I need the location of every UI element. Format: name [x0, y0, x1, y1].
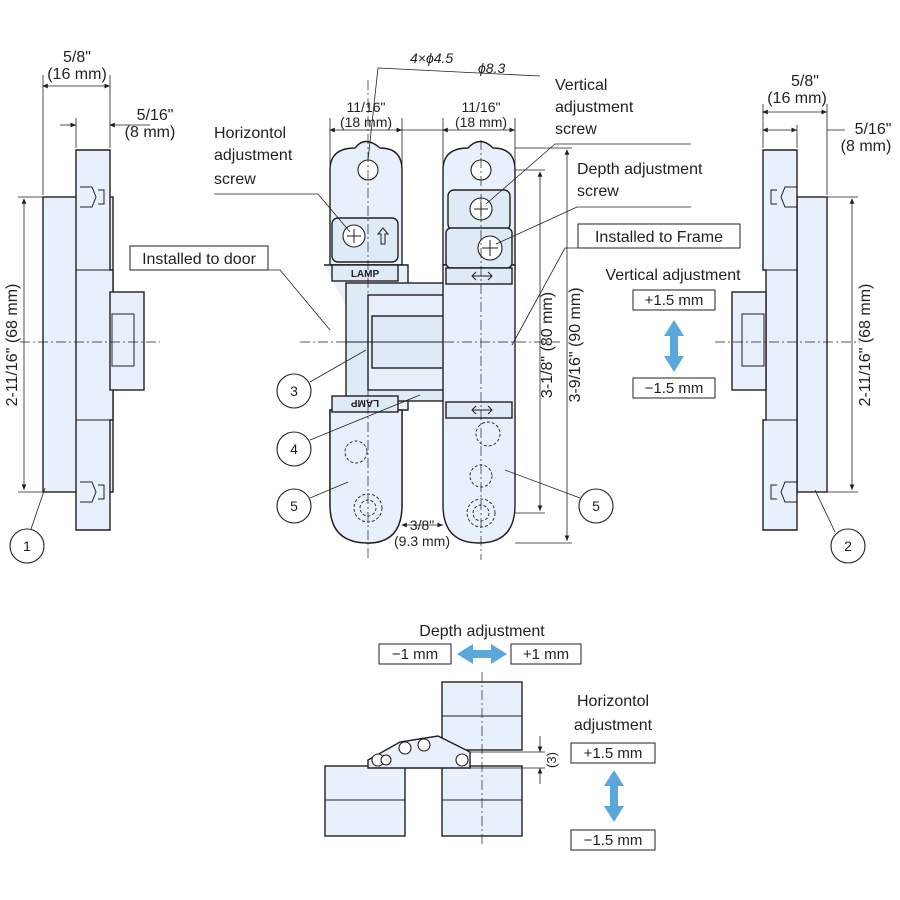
- depth-screw-line2: screw: [577, 183, 619, 200]
- callout-3: [276, 373, 312, 409]
- horizontal-screw-line2: adjustment: [214, 147, 293, 164]
- vertical-minus-label: −1.5 mm: [645, 380, 704, 397]
- horizontal-arrow: [604, 770, 624, 822]
- callout-1-label: 1: [23, 538, 31, 554]
- right-width-in: 5/8": [791, 73, 819, 90]
- depth-arrow: [457, 644, 507, 664]
- gap-mm: (9.3 mm): [394, 533, 450, 549]
- vertical-screw-line1: Vertical: [555, 77, 607, 94]
- vertical-arrow: [664, 320, 684, 372]
- left-offset-mm: (8 mm): [125, 124, 176, 141]
- vertical-plus-label: +1.5 mm: [645, 292, 704, 309]
- overall-height-label: 3-9/16" (90 mm): [567, 287, 584, 402]
- left-side-view: [18, 75, 160, 531]
- horizontal-screw-line1: Horizontol: [214, 125, 286, 142]
- horizontal-plus-label: +1.5 mm: [584, 745, 643, 762]
- vertical-plus-box: [632, 289, 716, 311]
- callout-2: [830, 528, 866, 564]
- callout-5-left: [276, 488, 312, 524]
- right-side-view: [715, 104, 860, 531]
- frame-width-in: 11/16": [462, 99, 501, 115]
- installed-frame-box: [577, 223, 741, 249]
- callout-5-right-label: 5: [592, 498, 600, 514]
- left-width-mm: (16 mm): [47, 66, 107, 83]
- left-offset-in: 5/16": [137, 107, 174, 124]
- hinge-front-view: LAMP LAMP: [300, 80, 560, 560]
- right-height-label: 2-11/16" (68 mm): [857, 284, 874, 407]
- left-height-label: 2-11/16" (68 mm): [4, 284, 21, 407]
- hinge-top-view: [324, 672, 545, 846]
- vertical-screw-line3: screw: [555, 121, 597, 138]
- depth-plus-label: +1 mm: [523, 646, 569, 663]
- brand-top: LAMP: [351, 269, 380, 280]
- horizontal-minus-label: −1.5 mm: [584, 832, 643, 849]
- callout-2-label: 2: [844, 538, 852, 554]
- callout-4-label: 4: [290, 441, 298, 457]
- hole-pitch-label: 3-1/8" (80 mm): [539, 292, 556, 398]
- offset-3-label: (3): [544, 752, 559, 768]
- frame-width-mm: (18 mm): [455, 114, 507, 130]
- callout-3-label: 3: [290, 383, 298, 399]
- brand-bottom: LAMP: [351, 397, 380, 408]
- horizontal-plus-box: [570, 742, 656, 764]
- depth-minus-label: −1 mm: [392, 646, 438, 663]
- gap-in: 3/8": [410, 517, 434, 533]
- installed-frame-label: Installed to Frame: [595, 229, 723, 246]
- right-offset-mm: (8 mm): [841, 138, 892, 155]
- left-width-in: 5/8": [63, 49, 91, 66]
- vertical-adjustment-title: Vertical adjustment: [605, 267, 741, 284]
- callout-5-left-label: 5: [290, 498, 298, 514]
- depth-adjustment-title: Depth adjustment: [419, 623, 545, 640]
- hole-large-label: ϕ8.3: [478, 60, 505, 76]
- callout-1: [9, 528, 45, 564]
- vertical-minus-box: [632, 377, 716, 399]
- installed-door-label: Installed to door: [142, 251, 257, 268]
- vertical-screw-line2: adjustment: [555, 99, 634, 116]
- door-width-mm: (18 mm): [340, 114, 392, 130]
- depth-minus-box: [378, 643, 452, 665]
- horizontal-minus-box: [570, 829, 656, 851]
- horizontal-adjustment-line2: adjustment: [574, 717, 653, 734]
- depth-plus-box: [510, 643, 582, 665]
- right-width-mm: (16 mm): [767, 90, 827, 107]
- depth-screw-line1: Depth adjustment: [577, 161, 703, 178]
- installed-door-box: [129, 245, 269, 271]
- door-width-in: 11/16": [347, 99, 386, 115]
- holes-label: 4×ϕ4.5: [410, 50, 453, 66]
- callout-4: [276, 431, 312, 467]
- right-offset-in: 5/16": [855, 121, 892, 138]
- callout-5-right: [578, 488, 614, 524]
- horizontal-screw-line3: screw: [214, 171, 256, 188]
- horizontal-adjustment-line1: Horizontol: [577, 693, 649, 710]
